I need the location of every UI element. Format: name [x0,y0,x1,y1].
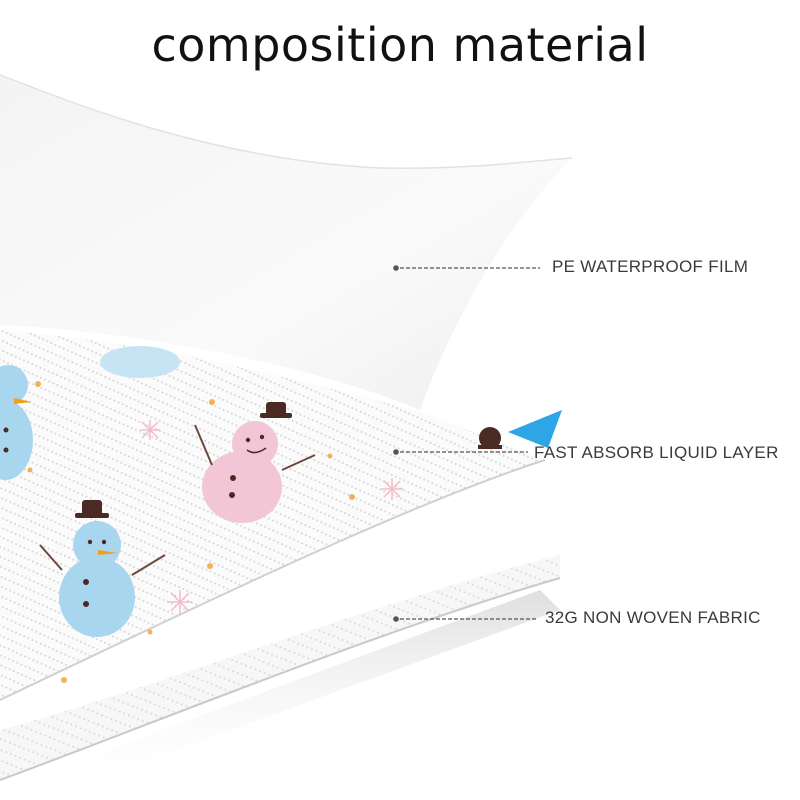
hat-icon [478,427,502,449]
pe-film-layer [0,75,572,410]
absorb-layer [0,330,545,700]
page-title: composition material [151,18,649,72]
snowman-blue-icon [39,500,166,637]
snowman-blue-partial-icon [0,365,33,480]
bottom-layer-shadow [0,590,560,800]
leader-line-1 [393,265,540,271]
arrow-pointer-icon [508,410,562,448]
snowman-pink-icon [194,402,316,523]
leader-line-3 [393,616,538,622]
nonwoven-fabric-layer [0,555,560,780]
label-fast-absorb-liquid-layer: FAST ABSORB LIQUID LAYER [534,443,779,462]
label-nonwoven-fabric: 32G NON WOVEN FABRIC [545,608,761,627]
label-pe-waterproof-film: PE WATERPROOF FILM [552,257,749,276]
snowflake-icon [140,420,403,614]
leader-line-2 [393,449,528,455]
